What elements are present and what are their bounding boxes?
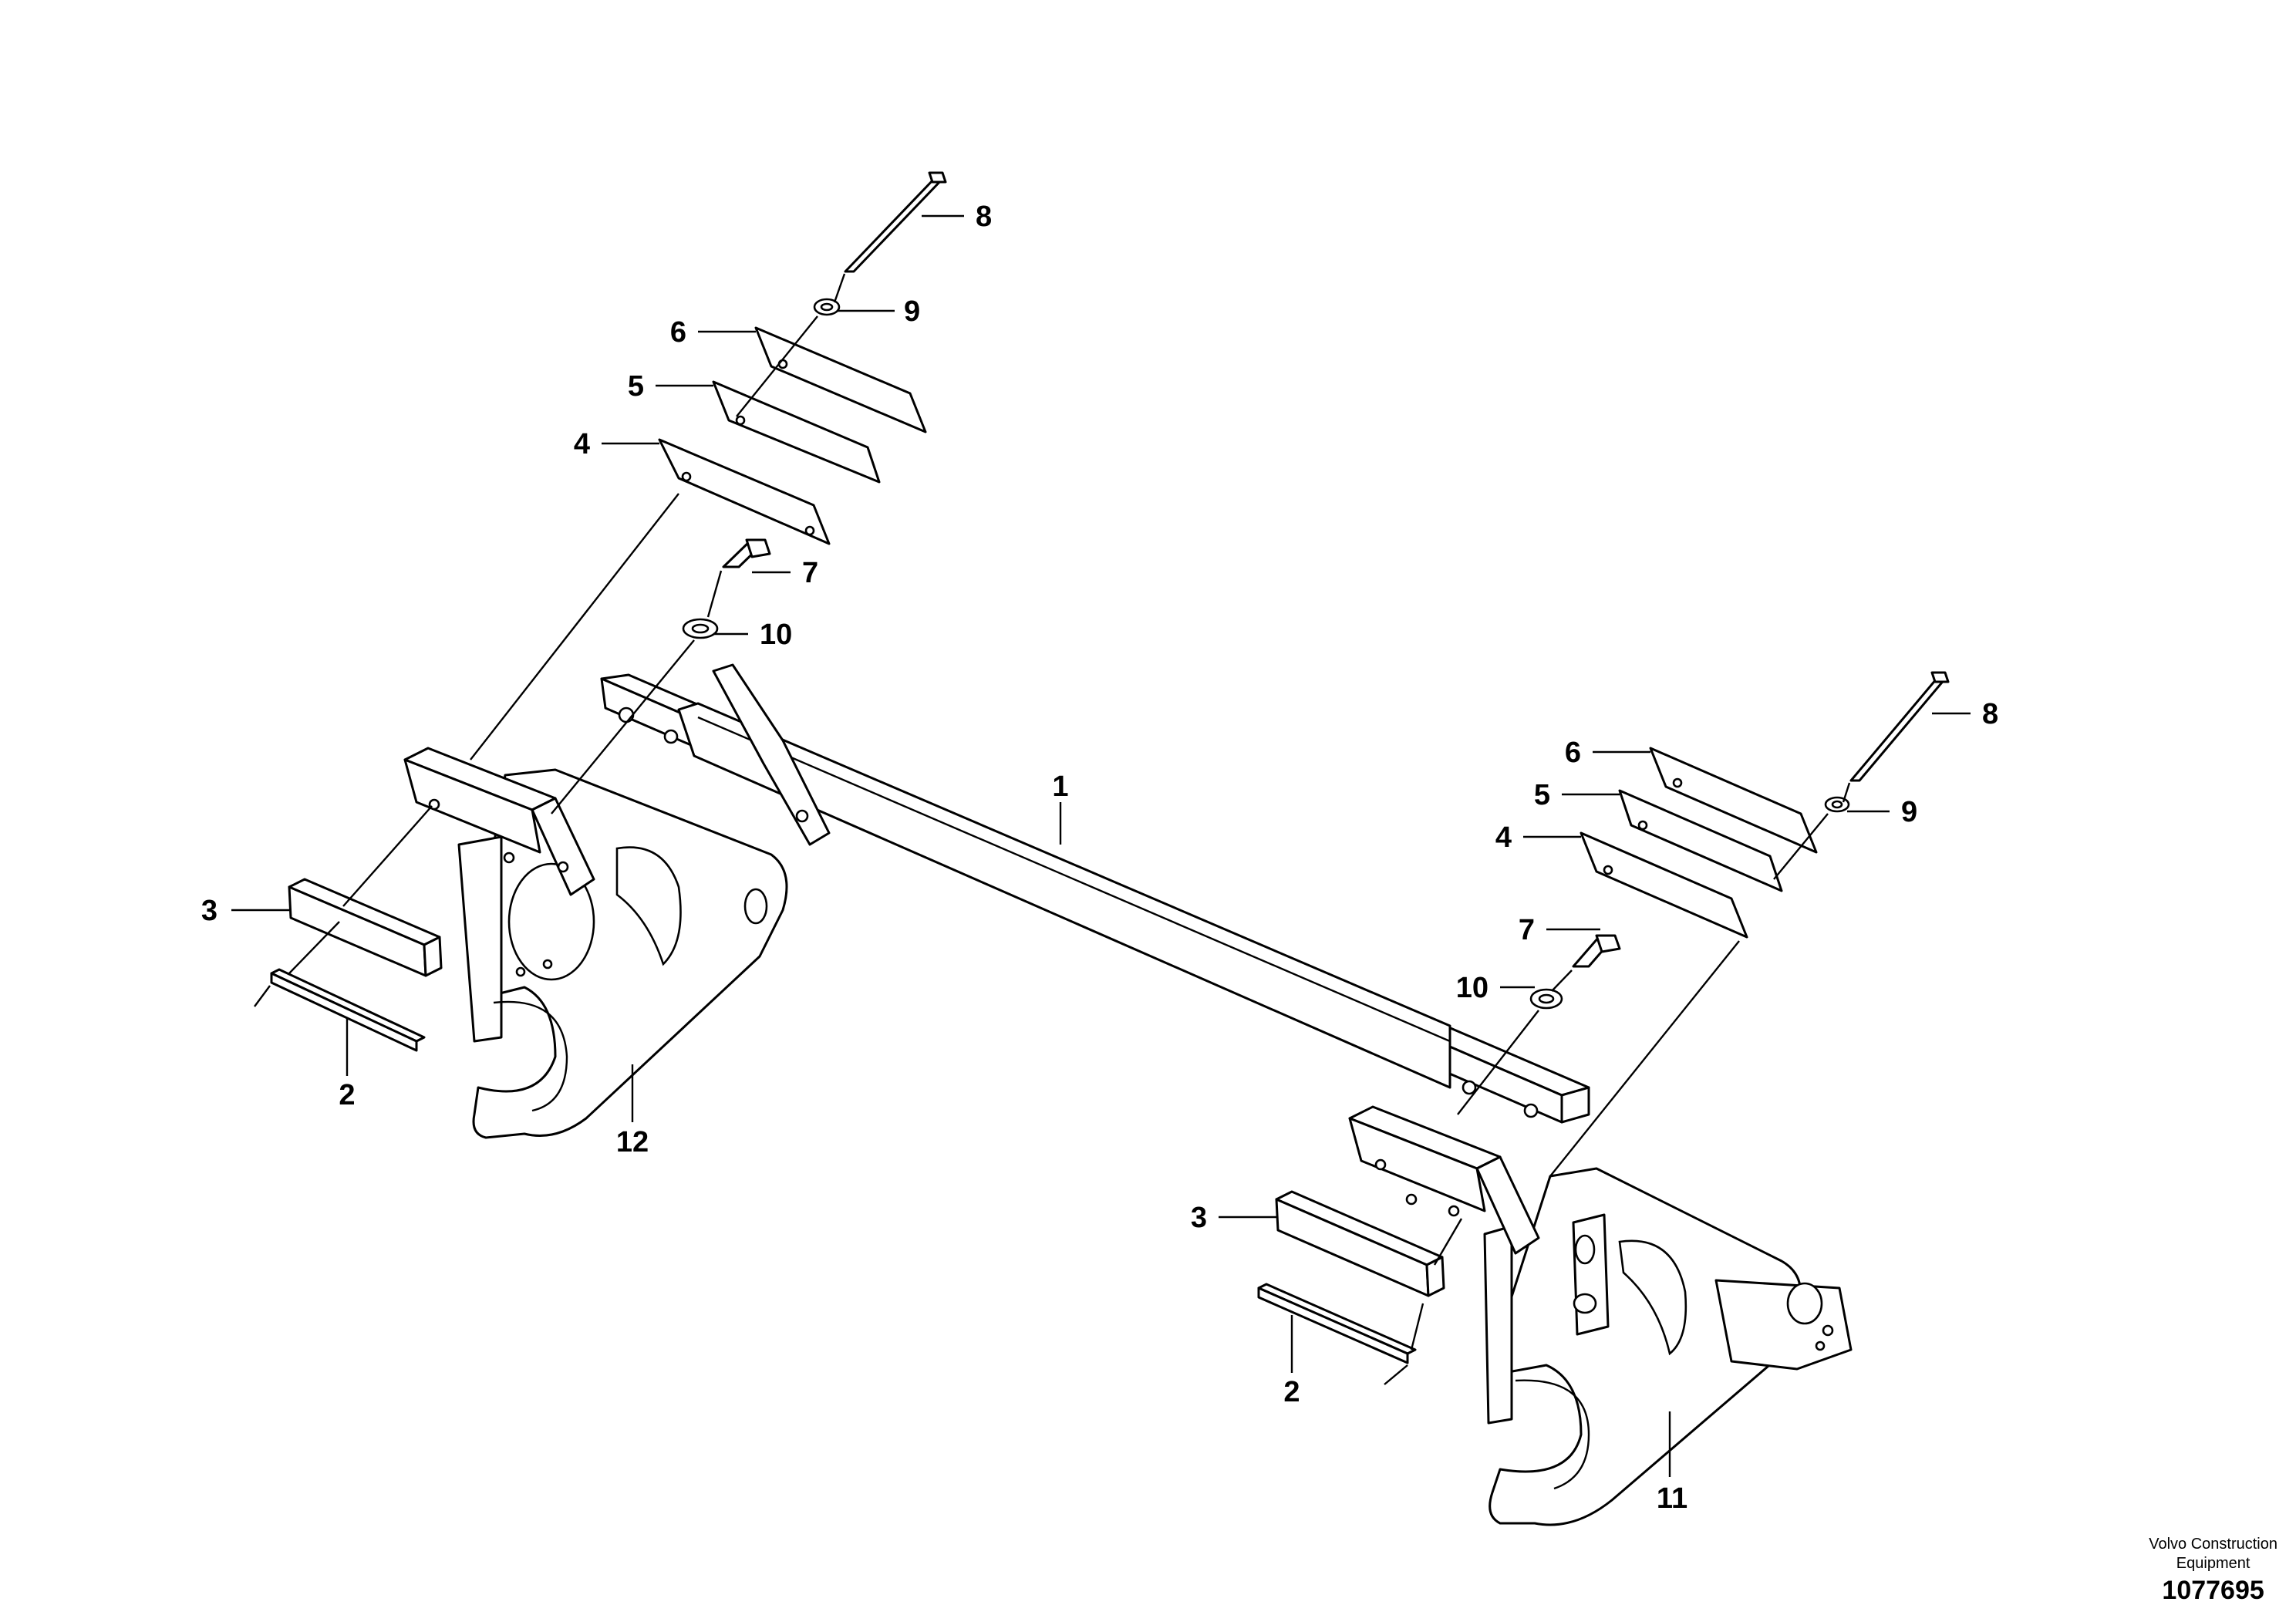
callout-3-left: 3 (201, 895, 217, 927)
callout-labels: 1 2 2 3 3 4 4 5 5 6 6 7 7 8 8 9 9 10 10 … (201, 201, 1998, 1515)
callout-6-right: 6 (1565, 737, 1581, 769)
left-pad-part-3 (288, 878, 443, 977)
callout-8-right: 8 (1982, 698, 1998, 730)
left-shim-part-2 (270, 968, 426, 1052)
right-upper-block (1348, 1105, 1540, 1255)
credit-line-1: Volvo Construction (2149, 1536, 2277, 1553)
callout-2-right: 2 (1283, 1376, 1300, 1408)
left-plate-part-5 (712, 380, 881, 484)
credit-line-2: Equipment (2176, 1555, 2250, 1572)
right-long-bolt-part-8 (1849, 671, 1950, 782)
left-upper-block (403, 747, 595, 896)
right-washer-part-10 (1529, 988, 1563, 1010)
drawing-number: 1077695 (2162, 1576, 2264, 1605)
callout-9-right: 9 (1901, 796, 1917, 828)
callout-12: 12 (616, 1126, 649, 1158)
right-bracket-part-11 (1483, 1167, 1853, 1526)
callout-7-right: 7 (1519, 914, 1535, 946)
callout-leaders (231, 214, 1971, 1477)
callout-4-right: 4 (1495, 821, 1512, 854)
left-bolt-part-7 (722, 538, 771, 568)
left-washer-part-10 (682, 618, 719, 639)
right-plate-part-4 (1580, 831, 1748, 939)
callout-4-left: 4 (574, 428, 590, 460)
callout-10-left: 10 (760, 619, 792, 651)
callout-5-left: 5 (628, 370, 644, 403)
callout-9-left: 9 (904, 295, 920, 328)
right-bolt-part-7 (1572, 934, 1621, 968)
callout-6-left: 6 (670, 316, 686, 349)
publisher-credit: Volvo Construction Equipment 1077695 (2149, 1535, 2277, 1607)
callout-2-left: 2 (339, 1079, 355, 1111)
left-plate-part-6 (754, 326, 927, 433)
callout-10-right: 10 (1456, 972, 1489, 1004)
assembly-guide-lines (254, 273, 1851, 1385)
callout-1: 1 (1052, 771, 1068, 803)
right-plate-part-6 (1649, 747, 1818, 854)
callout-3-right: 3 (1191, 1202, 1207, 1234)
left-long-bolt-part-8 (844, 171, 947, 273)
cross-beam-part-1 (600, 663, 1590, 1124)
callout-8-left: 8 (976, 201, 992, 233)
callout-11: 11 (1657, 1482, 1687, 1515)
left-bracket-part-12 (457, 768, 788, 1139)
left-plate-part-4 (658, 438, 831, 545)
right-washer-part-9 (1824, 796, 1850, 813)
callout-5-right: 5 (1534, 779, 1550, 811)
right-plate-part-5 (1618, 789, 1783, 892)
callout-7-left: 7 (802, 557, 818, 589)
right-shim-part-2 (1257, 1283, 1417, 1364)
right-pad-part-3 (1275, 1190, 1445, 1297)
left-washer-part-9 (813, 298, 841, 316)
